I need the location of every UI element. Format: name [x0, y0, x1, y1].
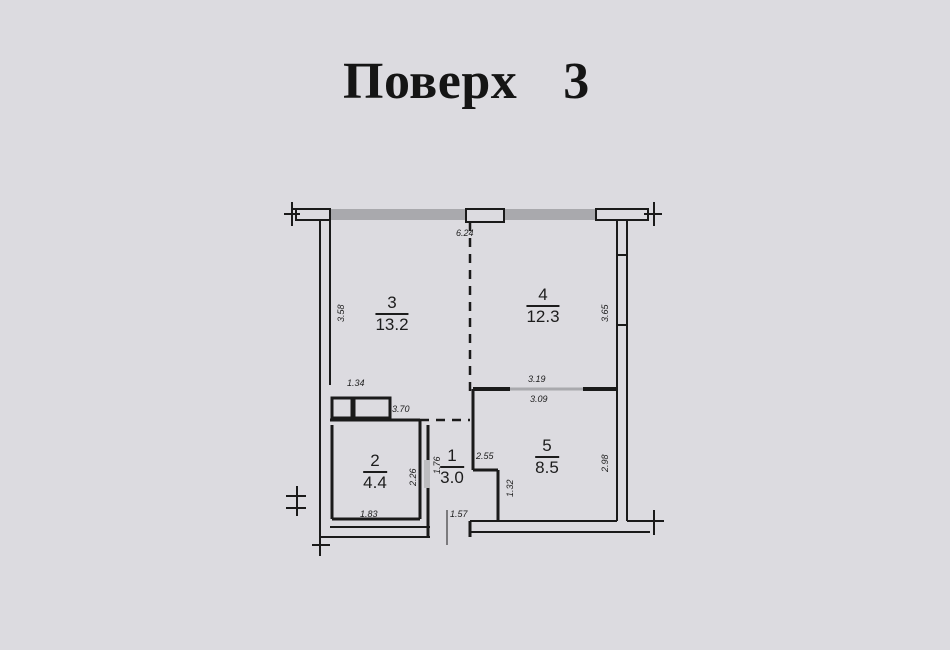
- room2-walls: [330, 418, 422, 521]
- dim-room1-height: 1.76: [432, 456, 442, 474]
- outer-walls: [319, 220, 650, 538]
- dim-storage-width: 1.34: [347, 378, 365, 388]
- room-number: 4: [526, 285, 560, 307]
- room-area: 12.3: [526, 307, 560, 326]
- room-1-label: 1 3.0: [440, 446, 464, 488]
- axis-markers: [284, 202, 664, 556]
- dim-room2-height: 2.26: [408, 468, 418, 486]
- room-area: 4.4: [363, 473, 387, 492]
- room-3-label: 3 13.2: [375, 293, 409, 335]
- dim-room5-step: 1.32: [505, 479, 515, 497]
- room-4-label: 4 12.3: [526, 285, 560, 327]
- room-area: 3.0: [440, 468, 464, 487]
- column-middle: [465, 208, 505, 223]
- dim-room4-height: 3.65: [600, 304, 610, 322]
- floor-title-label: Поверх: [343, 53, 518, 110]
- dim-partition-top: 3.19: [528, 374, 546, 384]
- room-2-label: 2 4.4: [363, 451, 387, 493]
- wall-top-right: [595, 208, 649, 221]
- room1-room5-walls: [468, 389, 500, 537]
- dim-top-width: 6.24: [456, 228, 474, 238]
- dim-corridor-width: 3.70: [392, 404, 410, 414]
- dim-partition-bottom: 3.09: [530, 394, 548, 404]
- floor-number: 3: [563, 53, 590, 110]
- room-number: 2: [363, 451, 387, 473]
- room-number: 3: [375, 293, 409, 315]
- dim-room1-step: 2.55: [476, 451, 494, 461]
- room-number: 5: [535, 436, 559, 458]
- floor-title: Поверх 3: [343, 52, 590, 111]
- room-5-label: 5 8.5: [535, 436, 559, 478]
- dim-room3-height: 3.58: [336, 304, 346, 322]
- dim-room5-height: 2.98: [600, 454, 610, 472]
- room-area: 13.2: [375, 315, 409, 334]
- storage-units: [330, 396, 392, 420]
- room-number: 1: [440, 446, 464, 468]
- room-area: 8.5: [535, 458, 559, 477]
- dim-room2-width: 1.83: [360, 509, 378, 519]
- dim-room1-width: 1.57: [450, 509, 468, 519]
